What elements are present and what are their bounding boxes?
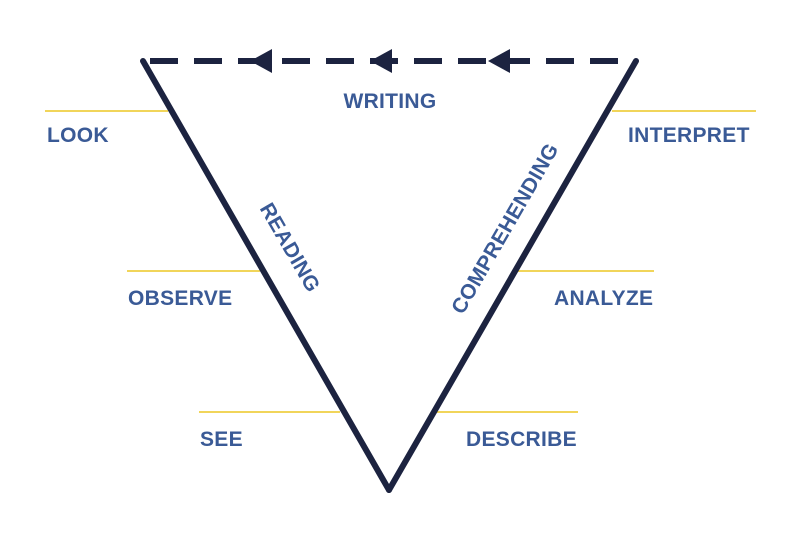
level-label-see: SEE <box>200 428 243 451</box>
edge-label-reading: READING <box>255 199 324 296</box>
left-arrow-icon <box>370 49 392 73</box>
level-label-look: LOOK <box>47 124 109 147</box>
triangle-left-edge <box>140 58 392 493</box>
level-label-describe: DESCRIBE <box>466 428 577 451</box>
left-arrow-icon <box>250 49 272 73</box>
left-arrow-icon <box>488 49 510 73</box>
level-label-interpret: INTERPRET <box>628 124 750 147</box>
triangle-right-edge <box>386 58 639 493</box>
level-label-observe: OBSERVE <box>128 287 232 310</box>
edge-label-writing: WRITING <box>343 90 436 113</box>
level-label-analyze: ANALYZE <box>554 287 653 310</box>
